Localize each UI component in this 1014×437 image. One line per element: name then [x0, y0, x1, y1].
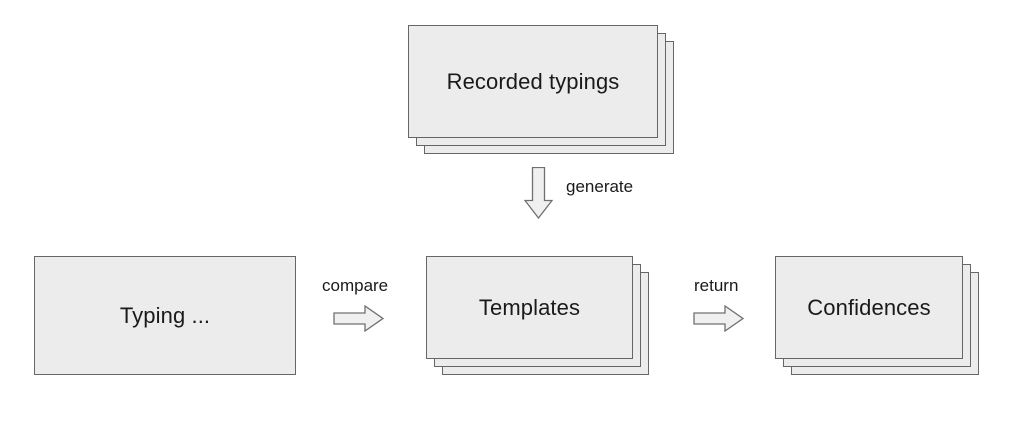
- edge-label-generate: generate: [566, 177, 634, 196]
- node-label-confidences: Confidences: [807, 294, 931, 320]
- arrow-generate: [524, 167, 553, 219]
- node-confidences[interactable]: Confidences: [775, 256, 979, 375]
- node-typing-input[interactable]: Typing ...: [34, 256, 296, 375]
- node-sheet-front: Confidences: [775, 256, 963, 359]
- node-label-templates: Templates: [478, 294, 581, 320]
- node-templates[interactable]: Templates: [426, 256, 649, 375]
- node-sheet-front: Recorded typings: [408, 25, 658, 138]
- node-sheet-front: Templates: [426, 256, 633, 359]
- node-label-recorded-typings: Recorded typings: [446, 68, 620, 94]
- node-recorded-typings[interactable]: Recorded typings: [408, 25, 674, 154]
- arrow-compare: [333, 305, 384, 332]
- arrow-right-icon: [333, 305, 384, 332]
- arrow-return: [693, 305, 744, 332]
- arrow-down-icon: [524, 167, 553, 219]
- edge-label-compare: compare: [322, 276, 389, 295]
- arrow-right-icon: [693, 305, 744, 332]
- node-label-typing-input: Typing ...: [119, 302, 211, 328]
- edge-label-return: return: [694, 276, 739, 295]
